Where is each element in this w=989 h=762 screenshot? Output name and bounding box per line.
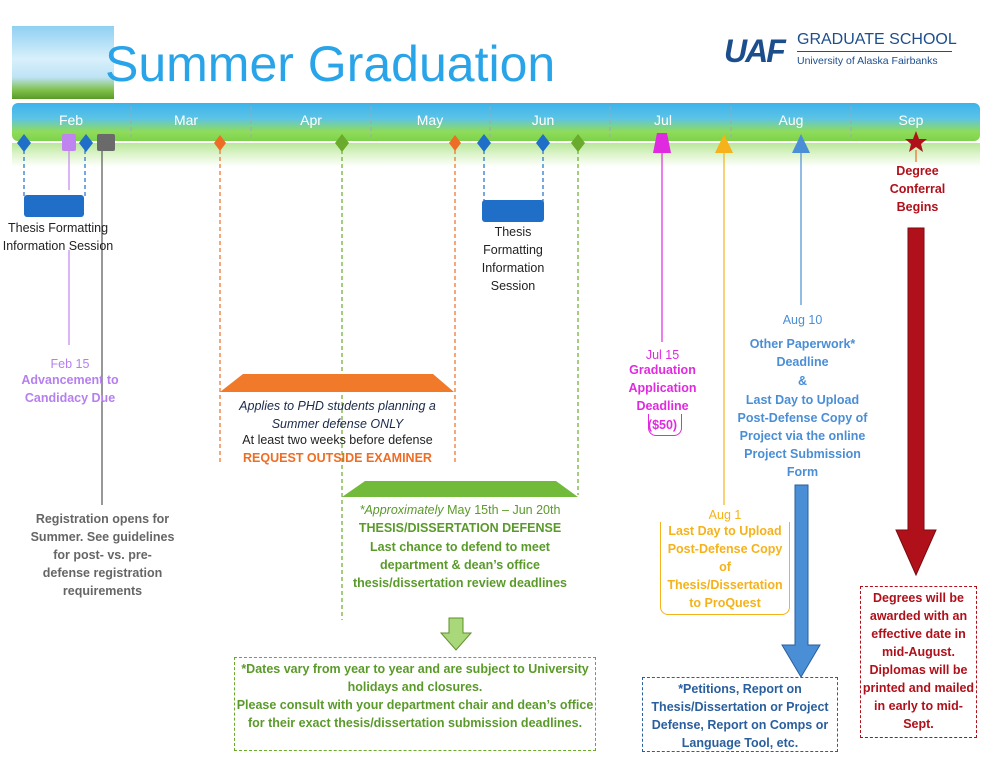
grad-app-title: Graduation Application Deadline (628, 363, 697, 413)
orange-diamond-marker (214, 135, 226, 151)
gray-marker (97, 134, 115, 151)
timeline-bar (12, 103, 980, 141)
examiner-timing: At least two weeks before defense (242, 433, 433, 447)
uaf-logo: UAF (724, 33, 786, 69)
paperwork-title: Other Paperwork* Deadline (749, 337, 856, 369)
month-sep: Sep (898, 112, 924, 128)
magenta-trapezoid-marker (653, 133, 671, 153)
defense-title: THESIS/DISSERTATION DEFENSE (358, 521, 562, 535)
consult-text: Please consult with your department chai… (236, 698, 594, 730)
thesis-session-1-label: Thesis Formatting Information Session (2, 221, 114, 253)
purple-marker (62, 134, 76, 151)
blue-diamond-marker (17, 134, 31, 152)
defense-dates: *Approximately May 15th – Jun 20th (345, 501, 575, 519)
degrees-note: Degrees will be awarded with an effectiv… (860, 586, 977, 738)
month-aug: Aug (778, 112, 804, 128)
defense-desc: Last chance to defend to meet department… (353, 540, 567, 590)
advancement-title: Advancement to Candidacy Due (21, 373, 119, 405)
proquest-date: Aug 1 (708, 508, 742, 522)
month-feb: Feb (58, 112, 84, 128)
paperwork-desc: Last Day to Upload Post-Defense Copy of … (737, 393, 868, 479)
thesis-session-2-label: Thesis Formatting Information Session (481, 225, 545, 293)
proquest-title: Last Day to Upload Post-Defense Copy of … (660, 522, 790, 615)
header-photo (12, 26, 114, 99)
blue-diamond-marker (79, 134, 93, 152)
registration-text: Registration opens for Summer. See guide… (30, 512, 175, 598)
green-trapezoid (342, 481, 578, 497)
month-apr: Apr (300, 112, 322, 128)
examiner-note: Applies to PHD students planning a Summe… (239, 399, 436, 431)
logo-divider (797, 51, 952, 52)
paperwork-date: Aug 10 (782, 313, 823, 327)
session-box (482, 200, 544, 222)
logo-university: University of Alaska Fairbanks (797, 55, 938, 67)
orange-diamond-marker (449, 135, 461, 151)
session-box (24, 195, 84, 217)
dates-vary-text: *Dates vary from year to year and are su… (241, 662, 589, 694)
logo-school: GRADUATE SCHOOL (797, 31, 957, 48)
timeline-band (12, 143, 980, 167)
red-star-marker (905, 131, 927, 152)
blue-diamond-marker (536, 134, 550, 152)
examiner-title: REQUEST OUTSIDE EXAMINER (243, 451, 432, 465)
dates-vary-note: *Dates vary from year to year and are su… (234, 657, 596, 751)
blue-triangle-marker (792, 134, 810, 153)
yellow-triangle-marker (715, 134, 733, 153)
red-down-arrow (895, 227, 937, 577)
grad-app-date: Jul 15 (645, 348, 680, 362)
month-jun: Jun (531, 112, 555, 128)
blue-down-arrow (781, 484, 821, 678)
paperwork-amp: & (797, 374, 808, 388)
green-diamond-marker (571, 134, 585, 152)
blue-diamond-marker (477, 134, 491, 152)
green-down-arrow (439, 617, 473, 651)
month-may: May (416, 112, 444, 128)
defense-range: May 15th – Jun 20th (447, 503, 561, 517)
month-jul: Jul (654, 112, 672, 128)
fee-bracket (648, 414, 682, 436)
page-title: Summer Graduation (105, 36, 556, 92)
defense-approx: *Approximately (359, 503, 444, 517)
advancement-date: Feb 15 (50, 357, 90, 371)
orange-trapezoid (220, 374, 454, 392)
petitions-note: *Petitions, Report on Thesis/Dissertatio… (642, 677, 838, 752)
month-mar: Mar (173, 112, 199, 128)
conferral-label: Degree Conferral Begins (889, 164, 946, 214)
green-diamond-marker (335, 134, 349, 152)
